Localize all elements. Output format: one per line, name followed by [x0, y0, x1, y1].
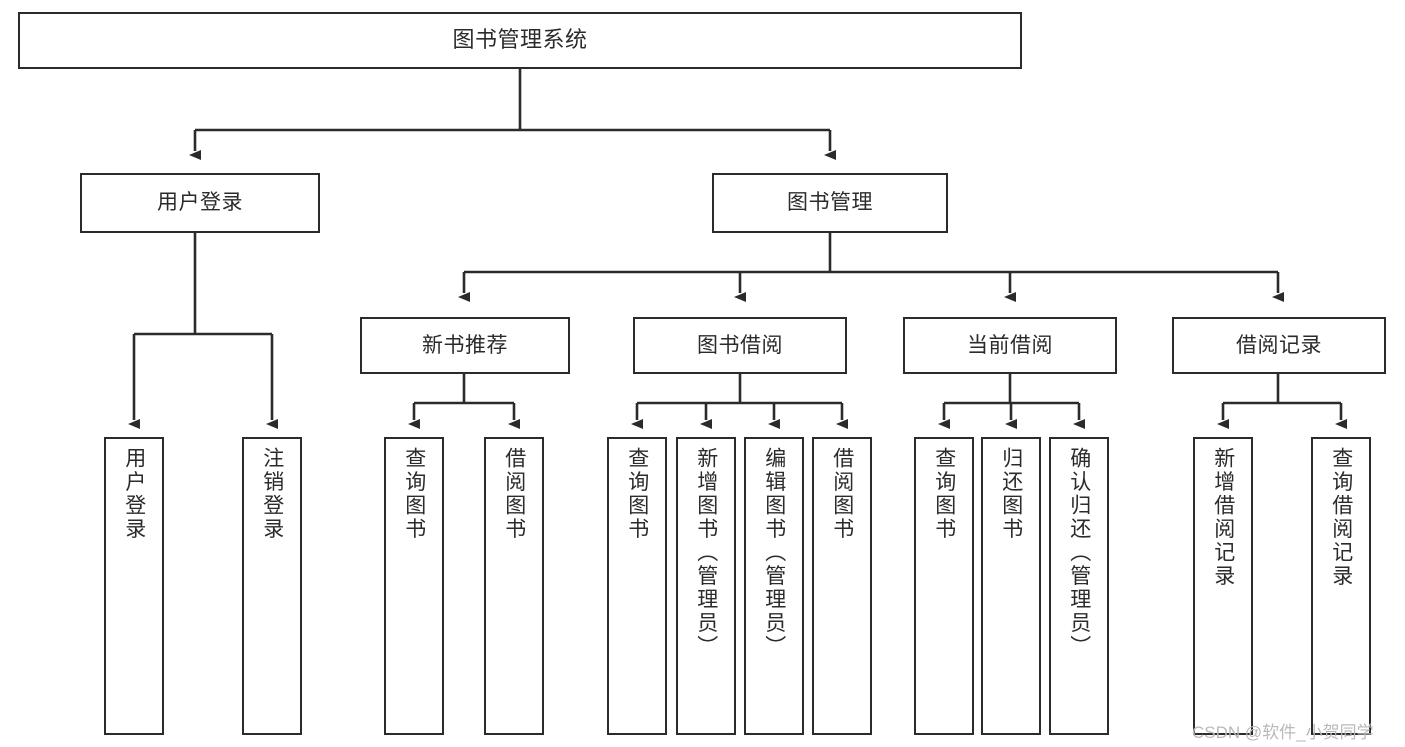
leaf-bookborrow-add-book[interactable]: 新增图书（管理员） [676, 437, 736, 735]
leaf-borrowrecord-add-record[interactable]: 新增借阅记录 [1193, 437, 1253, 735]
leaf-bookborrow-borrow-book[interactable]: 借阅图书 [812, 437, 872, 735]
node-label: 借阅图书 [502, 447, 526, 541]
node-label: 查询图书 [402, 447, 426, 541]
node-label: 查询图书 [625, 447, 649, 541]
node-label: 借阅图书 [830, 447, 854, 541]
leaf-newbook-borrow-book[interactable]: 借阅图书 [484, 437, 544, 735]
node-label: 查询图书 [932, 447, 956, 541]
node-label: 新书推荐 [422, 333, 508, 357]
leaf-bookborrow-query-book[interactable]: 查询图书 [607, 437, 667, 735]
node-label: 确认归还（管理员） [1067, 447, 1091, 659]
node-label: 注销登录 [260, 447, 284, 541]
leaf-user-logout[interactable]: 注销登录 [242, 437, 302, 735]
node-label: 用户登录 [122, 447, 146, 541]
node-label: 图书管理 [787, 191, 873, 215]
node-label: 图书借阅 [697, 333, 783, 357]
leaf-newbook-query-book[interactable]: 查询图书 [384, 437, 444, 735]
leaf-borrowrecord-query-record[interactable]: 查询借阅记录 [1311, 437, 1371, 735]
watermark-text: CSDN @软件_小贺同学 [1192, 723, 1374, 742]
leaf-bookborrow-edit-book[interactable]: 编辑图书（管理员） [744, 437, 804, 735]
node-label: 新增借阅记录 [1211, 447, 1235, 588]
node-current-borrow[interactable]: 当前借阅 [903, 317, 1117, 374]
leaf-currentborrow-query-book[interactable]: 查询图书 [914, 437, 974, 735]
leaf-currentborrow-return-book[interactable]: 归还图书 [981, 437, 1041, 735]
node-book-manage[interactable]: 图书管理 [712, 173, 948, 233]
node-label: 用户登录 [157, 191, 243, 215]
leaf-currentborrow-confirm-return[interactable]: 确认归还（管理员） [1049, 437, 1109, 735]
node-new-book-recommend[interactable]: 新书推荐 [360, 317, 570, 374]
node-borrow-record[interactable]: 借阅记录 [1172, 317, 1386, 374]
node-label: 归还图书 [999, 447, 1023, 541]
node-label: 编辑图书（管理员） [762, 447, 786, 659]
node-label: 图书管理系统 [452, 27, 588, 53]
node-label: 查询借阅记录 [1329, 447, 1353, 588]
node-user-login[interactable]: 用户登录 [80, 173, 320, 233]
node-root-system[interactable]: 图书管理系统 [18, 12, 1022, 69]
leaf-user-login[interactable]: 用户登录 [104, 437, 164, 735]
node-label: 借阅记录 [1236, 333, 1322, 357]
node-book-borrow[interactable]: 图书借阅 [633, 317, 847, 374]
node-label: 新增图书（管理员） [694, 447, 718, 659]
node-label: 当前借阅 [967, 333, 1053, 357]
